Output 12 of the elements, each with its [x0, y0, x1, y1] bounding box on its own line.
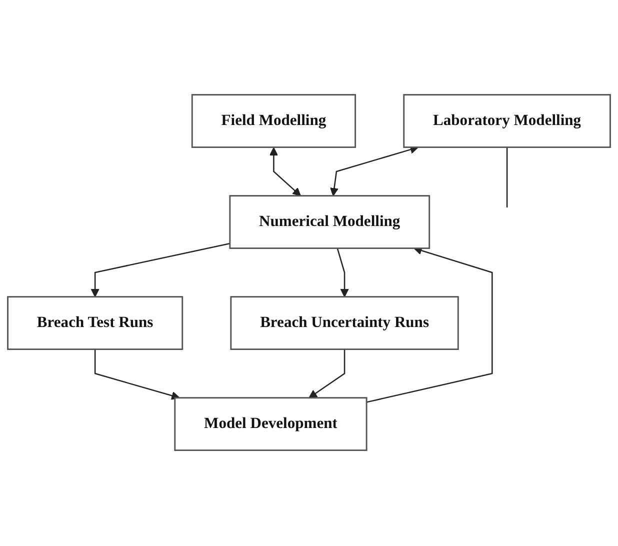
arrow — [308, 350, 346, 399]
arrow — [90, 243, 230, 298]
arrow — [336, 248, 349, 298]
arrow — [269, 148, 301, 197]
node-box: Laboratory Modelling — [403, 94, 611, 148]
node-box: Model Development — [174, 398, 368, 452]
node-box: Numerical Modelling — [229, 196, 430, 250]
node-box: Field Modelling — [191, 94, 356, 148]
node-box: Breach Test Runs — [7, 296, 184, 350]
connector — [506, 148, 508, 208]
arrow — [94, 350, 180, 400]
node-box: Breach Uncertainty Runs — [230, 296, 459, 350]
